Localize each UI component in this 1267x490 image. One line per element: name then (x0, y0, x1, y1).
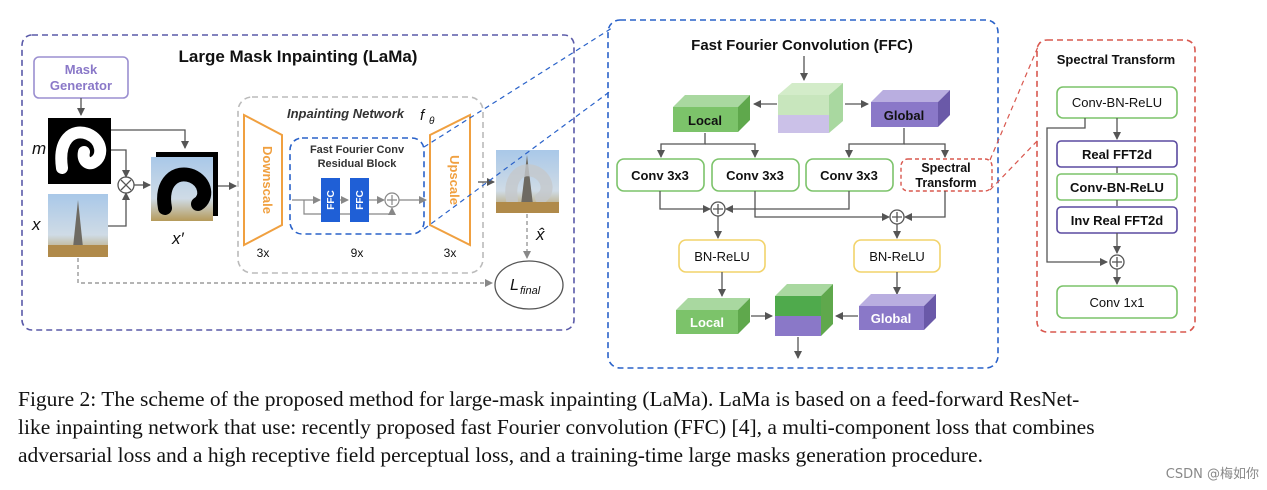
upscale-label: Upscale (447, 155, 462, 205)
plus-icon (387, 195, 397, 205)
upscale-block (429, 113, 471, 247)
arrow-conv1-to-add (659, 191, 711, 213)
st-conv1x1-label: Conv 1x1 (1090, 295, 1145, 310)
arrow-x-to-mult (108, 192, 130, 227)
arrow-conv3-to-ladd (725, 191, 850, 213)
multiply-icon (120, 179, 132, 191)
ffc-chip-2-label: FFC (355, 190, 366, 209)
caption-line-3: adversarial loss and a high receptive fi… (18, 443, 983, 467)
global-cube (871, 90, 950, 127)
rep-mid: 9x (351, 246, 364, 260)
arrow-global-to-conv3 (845, 128, 905, 158)
ffc-block-label-1: Fast Fourier Conv (310, 144, 405, 156)
downscale-block (243, 113, 283, 247)
downscale-label: Downscale (260, 146, 275, 214)
global-out-label: Global (871, 311, 911, 326)
input-image (48, 194, 108, 257)
spectral-transform-box (900, 158, 993, 192)
mask-generator-label-1: Mask (65, 62, 98, 77)
conv2-label: Conv 3x3 (726, 168, 784, 183)
spectral-panel-border (1036, 39, 1196, 333)
output-tensor-cube (775, 284, 833, 336)
conv1-label: Conv 3x3 (631, 168, 689, 183)
watermark: CSDN @梅如你 (1165, 467, 1259, 482)
mask-stroke (55, 126, 107, 174)
st-conv-bn-relu-2-label: Conv-BN-ReLU (1070, 180, 1164, 195)
local-out-cube (676, 298, 750, 334)
network-title: Inpainting Network (287, 106, 405, 121)
st-inv-fft-label: Inv Real FFT2d (1071, 213, 1164, 228)
ffc-block-label-2: Residual Block (318, 158, 398, 170)
local-cube (673, 95, 750, 132)
zoom-connector-top (423, 27, 613, 148)
ffc-panel-border (607, 19, 999, 369)
local-out-label: Local (690, 315, 724, 330)
arrow-mask-to-mult (111, 149, 130, 178)
ffc-chip-1-label: FFC (326, 190, 337, 209)
spectral-title: Spectral Transform (1057, 52, 1176, 67)
spectral-label-1: Spectral (921, 161, 970, 175)
residual-skip (303, 200, 396, 215)
st-conv-bn-relu-1-label: Conv-BN-ReLU (1072, 95, 1162, 110)
arrow-local-to-conv2 (705, 143, 759, 158)
figure-caption: Figure 2: The scheme of the proposed met… (18, 385, 1248, 469)
conv3-label: Conv 3x3 (820, 168, 878, 183)
loss-sub: final (520, 285, 541, 297)
plus-icon (892, 212, 902, 222)
label-m: m (32, 139, 46, 158)
lama-diagram: Large Mask Inpainting (LaMa) Mask Genera… (21, 19, 1196, 369)
ffc-chip-2 (350, 178, 369, 222)
spectral-label-2: Transform (915, 176, 976, 190)
st-real-fft-label: Real FFT2d (1082, 147, 1152, 162)
global-label: Global (884, 108, 924, 123)
input-tensor-cube (778, 83, 843, 133)
masked-image-stack (151, 152, 218, 221)
spectral-panel: Spectral Transform Conv-BN-ReLU Real FFT… (1036, 39, 1196, 333)
lama-panel: Large Mask Inpainting (LaMa) Mask Genera… (21, 34, 575, 331)
zoom-connector-spectral-top (989, 41, 1041, 161)
output-image (496, 150, 559, 213)
arrow-x-to-loss (77, 258, 493, 287)
st-conv1x1 (1056, 285, 1178, 319)
label-xhat: x̂ (535, 225, 545, 244)
arrow-mask-to-stack (111, 129, 189, 149)
zoom-connector-spectral-bottom (989, 137, 1041, 191)
plus-icon (713, 204, 723, 214)
network-symbol: f (420, 107, 426, 124)
caption-line-1: Figure 2: The scheme of the proposed met… (18, 387, 1080, 411)
arrow-local-to-conv1 (657, 133, 706, 158)
local-label: Local (688, 113, 722, 128)
caption-line-2: like inpainting network that use: recent… (18, 415, 1095, 439)
label-xprime: x′ (171, 229, 185, 248)
loss-symbol: L (510, 277, 519, 294)
st-skip-line (1046, 118, 1108, 266)
arrow-spectral-to-gadd (904, 191, 946, 221)
rep-down: 3x (257, 246, 270, 260)
arrow-conv2-to-gadd (754, 191, 890, 221)
ffc-title: Fast Fourier Convolution (FFC) (691, 37, 913, 54)
ffc-chip-1 (321, 178, 340, 222)
ffc-panel: Fast Fourier Convolution (FFC) Local Glo… (607, 19, 999, 369)
rep-up: 3x (444, 246, 457, 260)
ffc-residual-block (289, 137, 425, 235)
label-x: x (31, 215, 41, 234)
bn-relu-global-label: BN-ReLU (869, 249, 925, 264)
network-symbol-sub: θ (429, 116, 435, 127)
global-out-cube (859, 294, 936, 330)
mask-generator-label-2: Generator (50, 78, 112, 93)
loss-node (494, 260, 564, 310)
zoom-connector-bottom (423, 89, 613, 230)
arrow-global-to-spectral (904, 143, 949, 158)
bn-relu-local-label: BN-ReLU (694, 249, 750, 264)
lama-panel-border (21, 34, 575, 331)
lama-title: Large Mask Inpainting (LaMa) (179, 47, 418, 66)
plus-icon (1112, 257, 1122, 267)
